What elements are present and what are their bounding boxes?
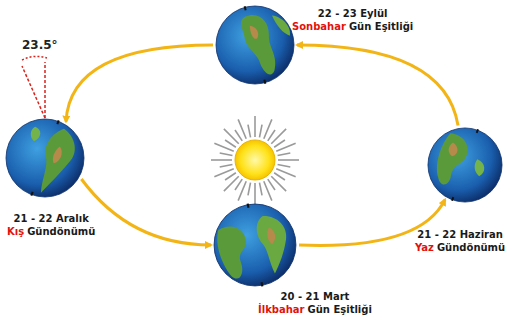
orbit-arrow <box>66 45 213 122</box>
sun-ray <box>248 125 251 138</box>
earth-globe <box>215 5 295 85</box>
sun-ray <box>259 125 262 138</box>
sun-ray <box>274 140 285 147</box>
earth-globe <box>5 118 85 198</box>
date-text: 21 - 22 Aralık <box>7 212 95 225</box>
event-name: Gündönümü <box>27 226 95 237</box>
event-name: Gündönümü <box>437 242 505 253</box>
sun-ray <box>235 130 242 141</box>
orbit-arrow <box>297 45 458 126</box>
season-label: 22 - 23 EylülSonbaharGün Eşitliği <box>292 7 413 33</box>
event-line: SonbaharGün Eşitliği <box>292 20 413 33</box>
sun-ray <box>238 119 246 138</box>
event-line: İlkbaharGün Eşitliği <box>258 303 372 316</box>
sun-rays <box>211 116 299 204</box>
sun-ray <box>274 173 285 180</box>
earth-position: 22 - 23 EylülSonbaharGün Eşitliği <box>215 5 295 85</box>
sun-ray <box>220 164 233 167</box>
sun-ray <box>276 143 295 151</box>
event-line: YazGündönümü <box>415 241 505 254</box>
date-text: 21 - 22 Haziran <box>415 228 505 241</box>
season-name: Kış <box>7 226 24 237</box>
sun-ray <box>264 181 272 200</box>
season-label: 21 - 22 AralıkKışGündönümü <box>7 212 95 238</box>
earth-position: 20 - 21 MartİlkbaharGün Eşitliği <box>213 203 297 287</box>
sun-ray <box>214 169 233 177</box>
event-name: Gün Eşitliği <box>349 21 413 32</box>
sun-ray <box>225 140 236 147</box>
sun-ray <box>278 164 291 167</box>
sun-ray <box>225 173 236 180</box>
sun <box>235 140 275 180</box>
sun-ray <box>268 179 275 190</box>
sun-ray <box>259 183 262 196</box>
sun-ray <box>235 179 242 190</box>
season-label: 20 - 21 MartİlkbaharGün Eşitliği <box>258 290 372 316</box>
earth-globe <box>427 127 503 203</box>
earth-position: 21 - 22 AralıkKışGündönümü <box>5 118 85 198</box>
sun-ray <box>254 116 256 137</box>
sun-ray <box>278 153 291 156</box>
sun-ray <box>278 159 299 161</box>
event-line: KışGündönümü <box>7 225 95 238</box>
tilt-indicator <box>22 56 47 118</box>
sun-ray <box>248 183 251 196</box>
date-text: 20 - 21 Mart <box>258 290 372 303</box>
earth-position: 21 - 22 HaziranYazGündönümü <box>427 127 503 203</box>
season-name: Sonbahar <box>292 21 346 32</box>
sun-ray <box>268 130 275 141</box>
orbit-arrow <box>81 179 211 245</box>
earth-globe <box>213 203 297 287</box>
sun-ray <box>220 153 233 156</box>
date-text: 22 - 23 Eylül <box>292 7 413 20</box>
season-label: 21 - 22 HaziranYazGündönümü <box>415 228 505 254</box>
season-name: İlkbahar <box>258 304 305 315</box>
event-name: Gün Eşitliği <box>308 304 372 315</box>
season-name: Yaz <box>415 242 434 253</box>
sun-ray <box>211 159 232 161</box>
tilt-angle: 23.5° <box>22 38 58 52</box>
sun-ray <box>254 183 256 204</box>
